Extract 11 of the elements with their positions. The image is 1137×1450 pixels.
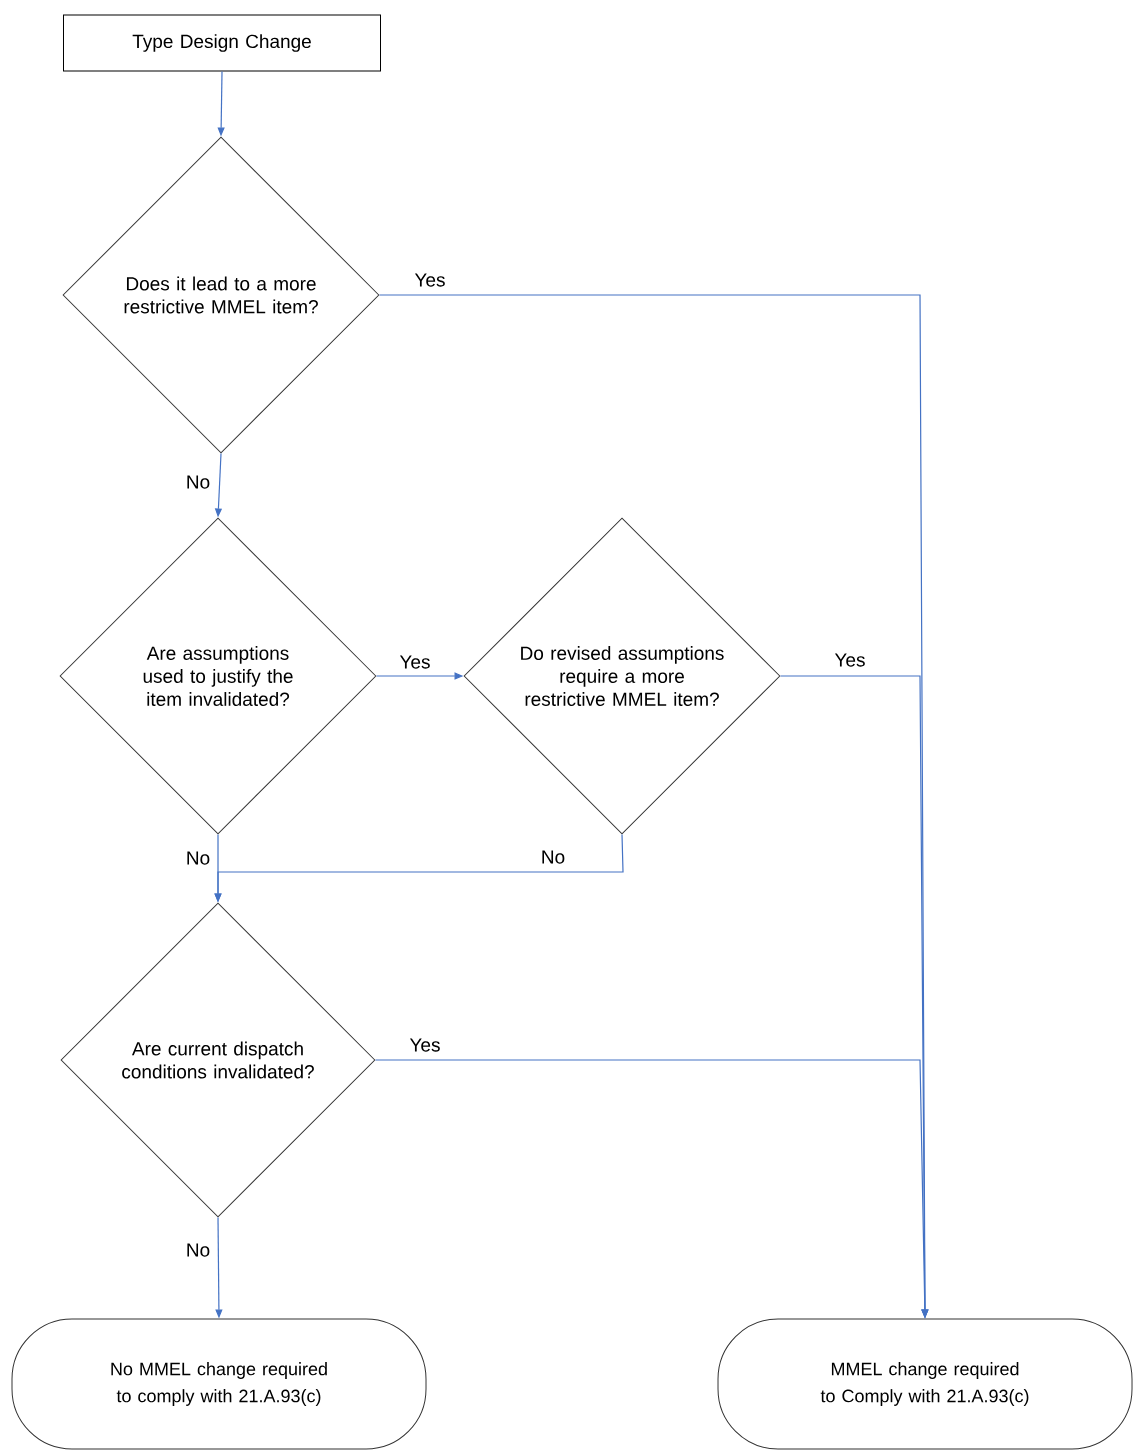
- edge-label: No: [187, 475, 210, 489]
- edge-label: Yes: [414, 273, 445, 287]
- terminal-box: No MMEL change required to comply with 21.A.93(c): [11, 1318, 427, 1450]
- edge-label: Yes: [399, 655, 430, 669]
- edge-label: Yes: [409, 1038, 440, 1052]
- process-box: Type Design Change: [63, 14, 381, 72]
- edge-label: Yes: [834, 653, 865, 667]
- edge-label: No: [542, 850, 565, 864]
- edge-label: No: [187, 1243, 210, 1257]
- edge-label: No: [187, 851, 210, 865]
- terminal-box: MMEL change required to Comply with 21.A.93(c): [717, 1318, 1133, 1450]
